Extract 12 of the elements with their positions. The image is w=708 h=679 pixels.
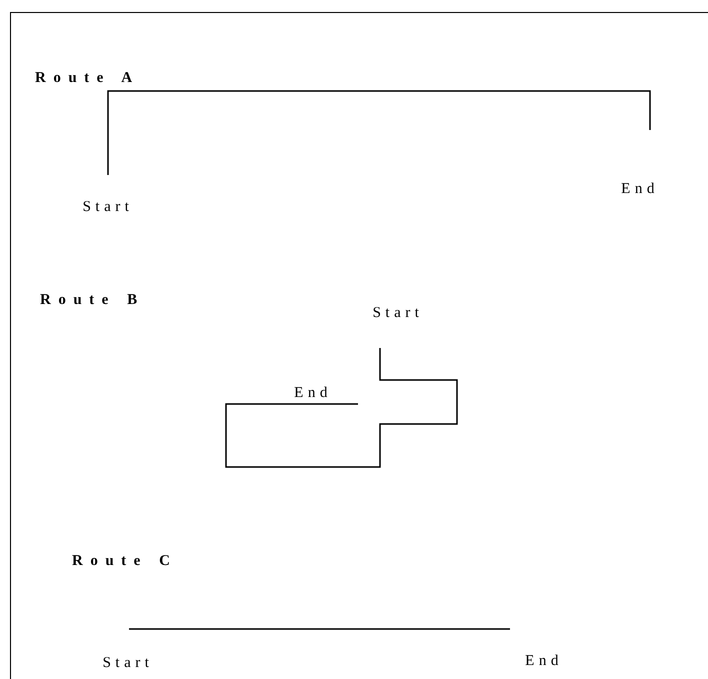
endpoint-label: Start [360, 302, 436, 324]
route-title: Route A [35, 69, 140, 88]
endpoint-label: End [608, 178, 672, 200]
route-title: Route B [40, 291, 145, 310]
route-line [129, 628, 510, 630]
route-line [107, 90, 651, 175]
route-title: Route C [72, 552, 178, 571]
endpoint-label: Start [68, 196, 148, 218]
endpoint-label: End [512, 650, 576, 672]
endpoint-label: Start [88, 652, 168, 674]
endpoint-label: End [268, 382, 358, 404]
route-line [225, 348, 458, 468]
